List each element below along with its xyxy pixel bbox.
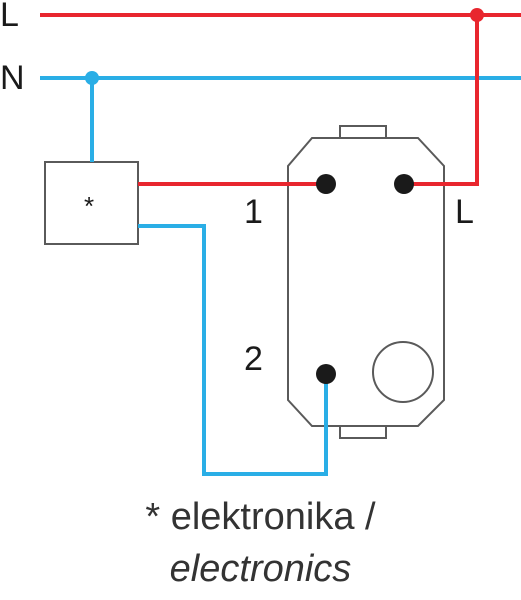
- neutral-wires: [40, 76, 521, 476]
- switch-module: [287, 125, 445, 439]
- terminal-2-label: 2: [244, 340, 263, 378]
- neutral-junction-dot: [85, 71, 99, 85]
- caption-line-1: * elektronika /: [145, 496, 376, 538]
- live-drop-wire: [404, 15, 479, 186]
- live-junction-dot: [470, 8, 484, 22]
- terminal-1-label: 1: [244, 193, 263, 231]
- terminal-1: [316, 174, 336, 194]
- neutral-label: N: [0, 59, 25, 97]
- electronics-box-marker: *: [84, 191, 95, 221]
- terminal-L: [394, 174, 414, 194]
- terminal-2: [316, 364, 336, 384]
- box-to-terminal-2-wire: [138, 224, 328, 476]
- terminal-L-label: L: [455, 193, 474, 231]
- live-wires: [40, 13, 521, 186]
- caption-line-2: electronics: [169, 548, 352, 590]
- line-label: L: [0, 0, 19, 34]
- indicator-circle: [372, 341, 434, 403]
- electronics-box: [44, 161, 139, 245]
